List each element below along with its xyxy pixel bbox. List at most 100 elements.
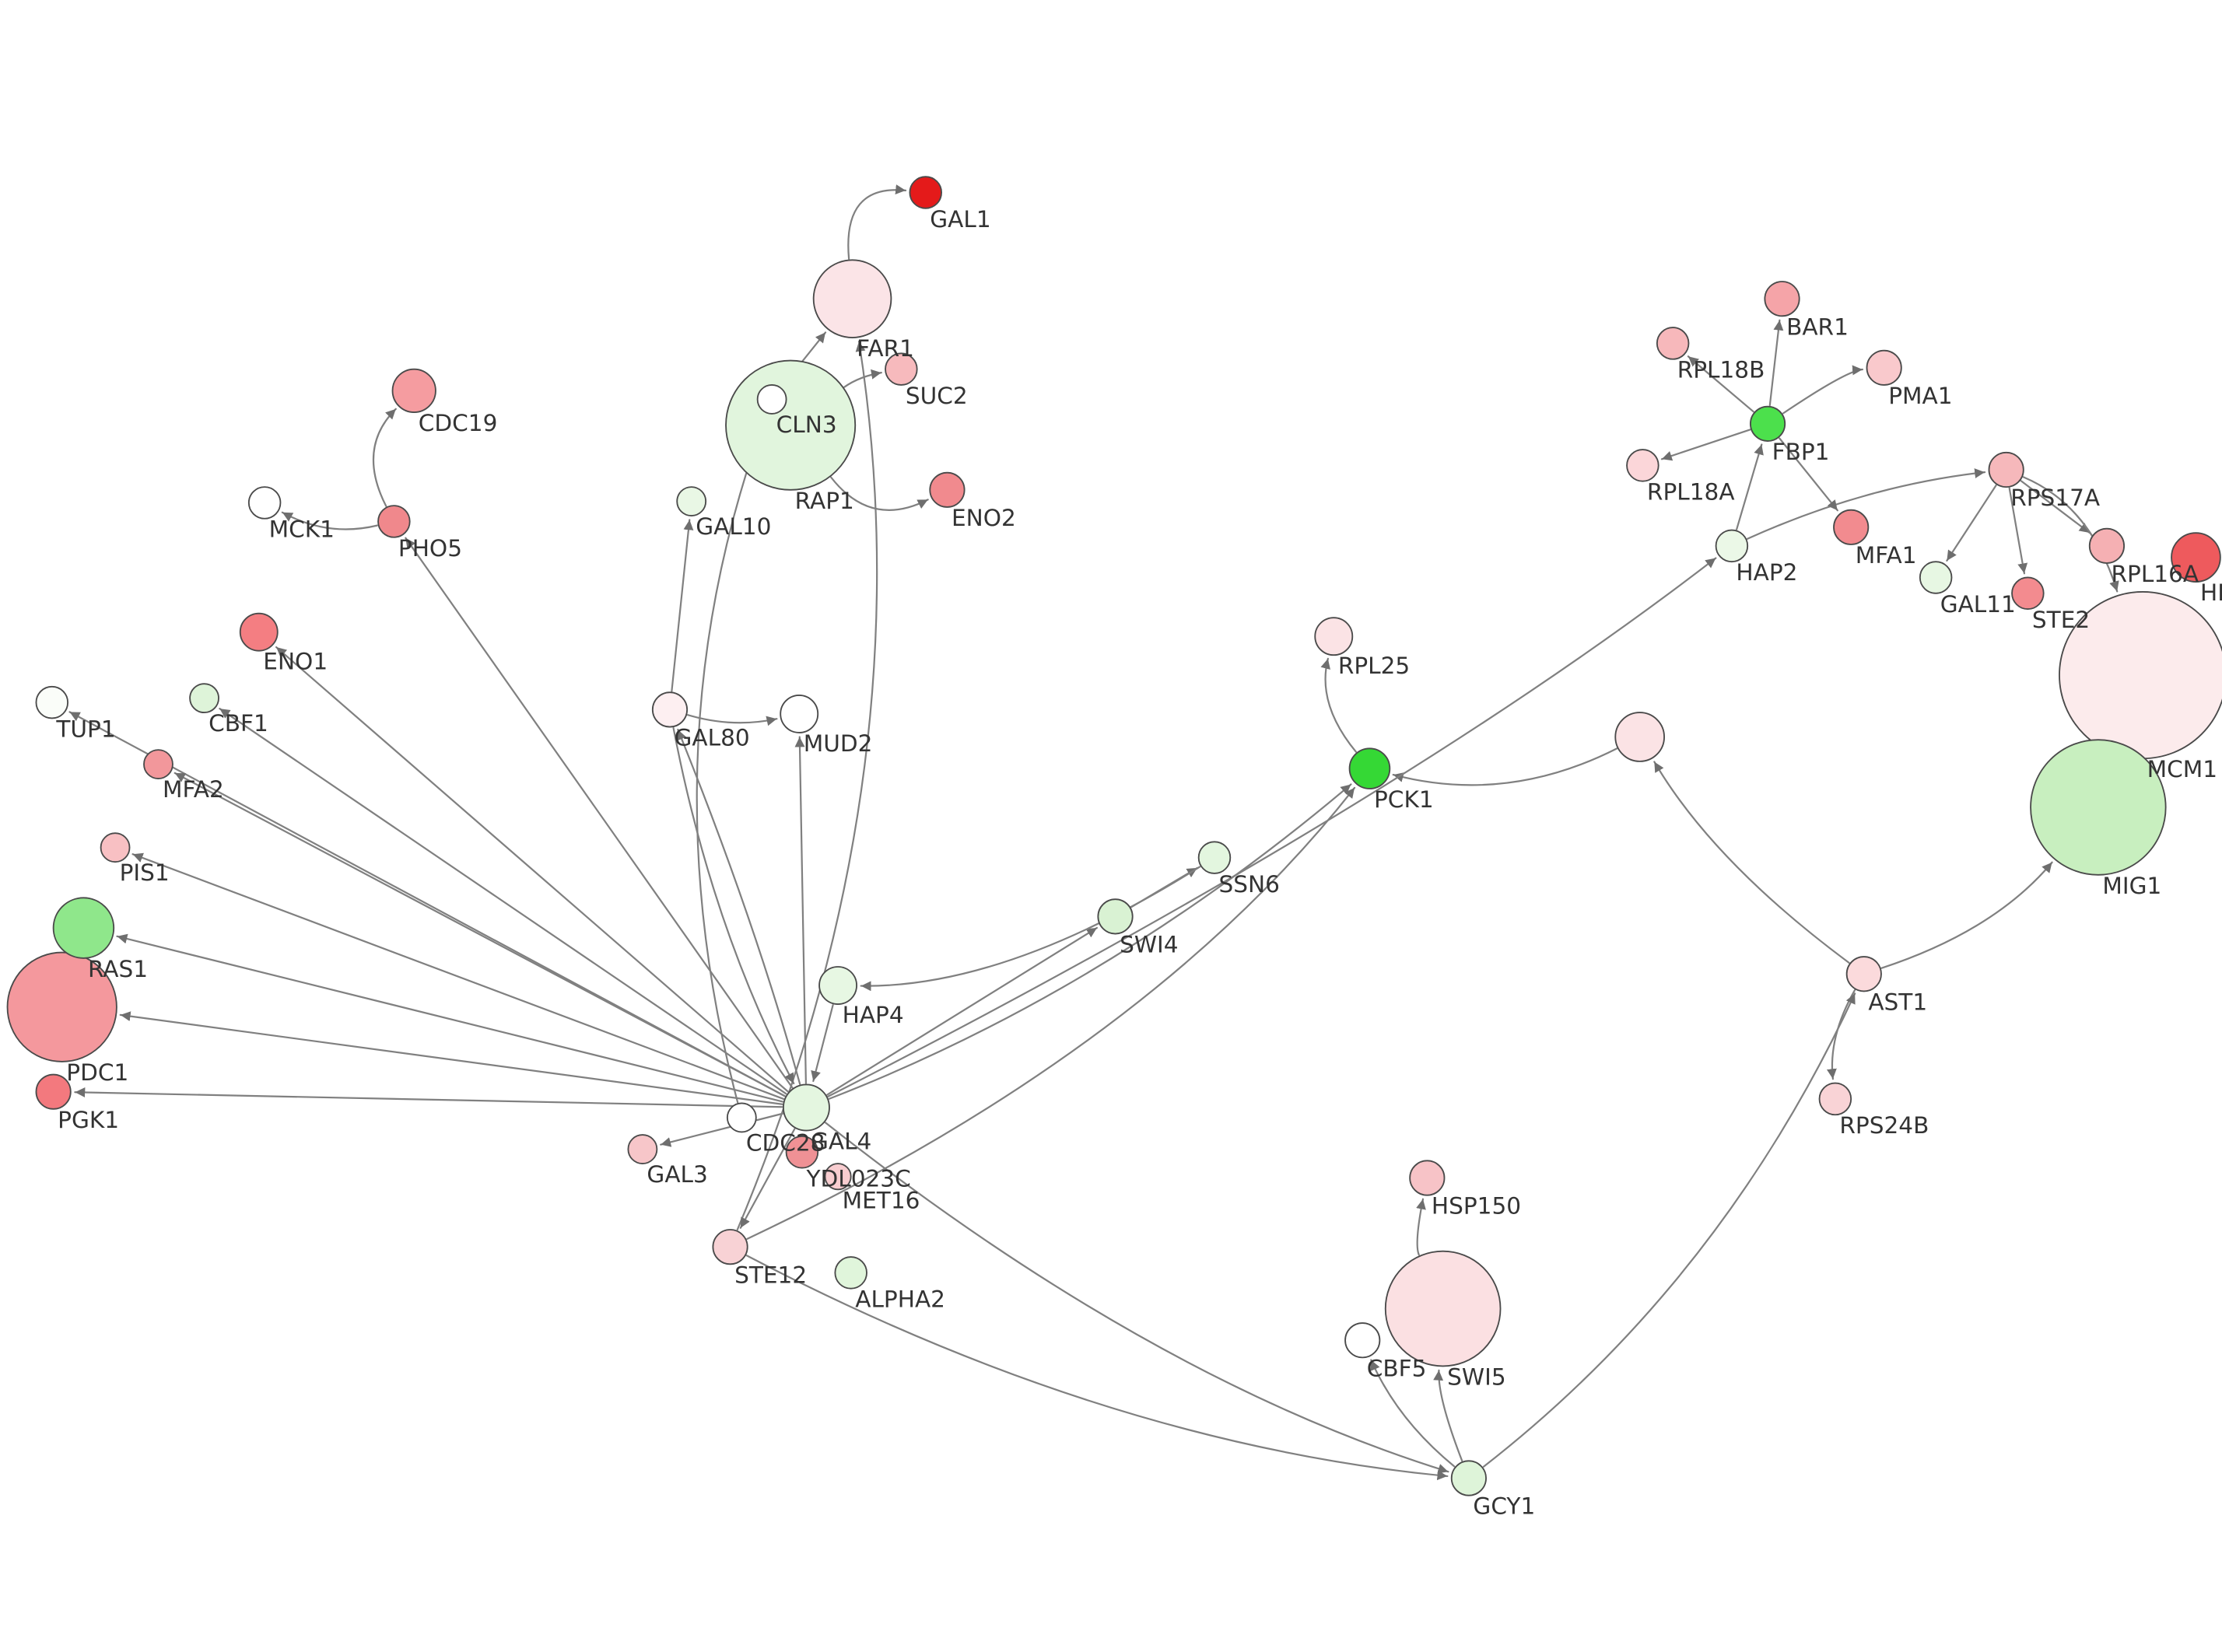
node-SWI4[interactable] xyxy=(1097,898,1134,935)
edge-RPS17A-MCM1[interactable] xyxy=(2022,476,2119,593)
node-PHO5[interactable] xyxy=(377,505,411,538)
edge-HAP2-FBP1[interactable] xyxy=(1736,443,1764,530)
node-PIS1[interactable] xyxy=(100,832,131,863)
node-YDL023C[interactable] xyxy=(785,1136,819,1169)
node-RPL16A[interactable] xyxy=(2088,527,2126,564)
node-CDC19[interactable] xyxy=(391,368,436,413)
node-RAP1[interactable] xyxy=(725,359,857,491)
edge-GAL4-PCK1[interactable] xyxy=(828,783,1352,1100)
node-GAL80[interactable] xyxy=(651,691,689,728)
edge-GCY1-CBF5[interactable] xyxy=(1370,1359,1456,1468)
edge-GAL4-ENO1[interactable] xyxy=(275,646,789,1093)
node-GAL4[interactable] xyxy=(782,1083,830,1132)
node-ALPHA2[interactable] xyxy=(834,1256,867,1290)
node-RPS17A[interactable] xyxy=(1988,451,2024,488)
edge-AST1-MIG1[interactable] xyxy=(1880,861,2053,969)
edge-HAP2-RPS17A[interactable] xyxy=(1746,468,1986,540)
node-RPL18B[interactable] xyxy=(1656,327,1690,360)
node-CBF1[interactable] xyxy=(189,683,219,714)
edge-AST1-NODE1[interactable] xyxy=(1653,761,1850,964)
edge-GAL80-GAL10[interactable] xyxy=(671,519,694,692)
edge-RAP1-SUC2[interactable] xyxy=(843,369,882,388)
edge-GAL4-STE12[interactable] xyxy=(739,1128,796,1229)
edge-GAL4-CBF1[interactable] xyxy=(219,707,787,1095)
node-PDC1[interactable] xyxy=(6,951,117,1062)
edge-STE12-GCY1[interactable] xyxy=(745,1255,1449,1481)
node-SUC2[interactable] xyxy=(885,352,918,386)
edge-FBP1-BAR1[interactable] xyxy=(1768,319,1784,407)
edge-PHO5-MCK1[interactable] xyxy=(281,511,378,530)
node-CBF5[interactable] xyxy=(1344,1322,1381,1359)
edge-GAL4-SWI4[interactable] xyxy=(826,926,1099,1096)
edge-GAL4-PHO5[interactable] xyxy=(405,537,794,1089)
node-FAR1[interactable] xyxy=(812,259,892,338)
node-AST1[interactable] xyxy=(1845,956,1882,992)
edge-GAL4-PIS1[interactable] xyxy=(131,852,785,1101)
node-SSN6[interactable] xyxy=(1197,841,1232,874)
node-RPS24B[interactable] xyxy=(1818,1082,1852,1116)
node-MET16[interactable] xyxy=(824,1163,852,1191)
edge-GAL4-PDC1[interactable] xyxy=(119,1011,783,1105)
node-GAL1[interactable] xyxy=(909,176,942,209)
node-HSP150[interactable] xyxy=(1409,1160,1446,1196)
node-HIS4[interactable] xyxy=(2171,532,2221,583)
node-MCK1[interactable] xyxy=(247,486,282,520)
edge-SSN6-HAP4[interactable] xyxy=(860,866,1201,992)
edge-RPS17A-STE2[interactable] xyxy=(2008,487,2028,575)
edge-PCK1-RPL25[interactable] xyxy=(1320,657,1358,753)
node-GAL3[interactable] xyxy=(627,1134,658,1164)
edge-FBP1-PMA1[interactable] xyxy=(1782,365,1864,415)
edge-FAR1-GAL1[interactable] xyxy=(847,184,907,260)
edge-SWI5-HSP150[interactable] xyxy=(1416,1198,1426,1256)
node-GCY1[interactable] xyxy=(1450,1460,1487,1496)
node-CLN3[interactable] xyxy=(756,384,787,415)
node-BAR1[interactable] xyxy=(1764,281,1800,317)
node-RAS1[interactable] xyxy=(52,897,115,959)
edge-GAL80-GAL4[interactable] xyxy=(672,726,795,1085)
edge-GAL4-PGK1[interactable] xyxy=(74,1087,783,1108)
edge-GAL4-HAP2[interactable] xyxy=(827,557,1717,1097)
node-RPL25[interactable] xyxy=(1314,617,1354,656)
node-HAP2[interactable] xyxy=(1715,529,1749,563)
edge-STE12-PCK1[interactable] xyxy=(746,786,1356,1240)
node-PGK1[interactable] xyxy=(35,1073,72,1110)
node-NODE1[interactable] xyxy=(1614,712,1666,762)
node-ENO1[interactable] xyxy=(239,612,279,652)
node-GAL11[interactable] xyxy=(1919,561,1953,594)
node-PMA1[interactable] xyxy=(1866,349,1902,386)
node-PCK1[interactable] xyxy=(1348,747,1391,789)
edge-RPS17A-RPL16A[interactable] xyxy=(2020,480,2091,534)
edge-GAL4-GAL3[interactable] xyxy=(660,1112,784,1147)
node-STE2[interactable] xyxy=(2011,576,2045,611)
edge-CDC28-CLN3[interactable] xyxy=(696,415,767,1104)
node-RPL18A[interactable] xyxy=(1626,449,1659,482)
edge-GCY1-SWI5[interactable] xyxy=(1433,1369,1463,1462)
edge-FBP1-RPL18A[interactable] xyxy=(1660,429,1751,461)
edge-GAL4-GCY1[interactable] xyxy=(824,1122,1449,1474)
node-ENO2[interactable] xyxy=(929,471,966,508)
node-FBP1[interactable] xyxy=(1749,405,1786,442)
edge-HAP4-GAL4[interactable] xyxy=(811,1004,834,1083)
edge-GAL4-MUD2[interactable] xyxy=(794,736,807,1084)
edge-RPS17A-GAL11[interactable] xyxy=(1946,484,1997,562)
edge-FBP1-RPL18B[interactable] xyxy=(1687,355,1754,413)
edge-PHO5-CDC19[interactable] xyxy=(372,408,397,507)
node-MFA1[interactable] xyxy=(1833,509,1870,545)
node-MFA2[interactable] xyxy=(143,749,173,779)
edge-GAL4-RAS1[interactable] xyxy=(116,933,784,1103)
edge-GAL4-MFA2[interactable] xyxy=(173,772,786,1097)
node-HAP4[interactable] xyxy=(818,966,858,1005)
edge-GCY1-AST1[interactable] xyxy=(1482,992,1856,1468)
edge-GAL4-GAL80[interactable] xyxy=(677,728,801,1085)
node-CDC28[interactable] xyxy=(726,1102,757,1133)
edge-GAL80-MUD2[interactable] xyxy=(686,714,778,726)
node-SWI5[interactable] xyxy=(1384,1250,1502,1367)
node-MUD2[interactable] xyxy=(780,695,819,733)
edge-RAP1-ENO2[interactable] xyxy=(830,476,929,511)
node-MIG1[interactable] xyxy=(2030,739,2167,876)
node-TUP1[interactable] xyxy=(35,685,69,719)
edge-FBP1-MFA1[interactable] xyxy=(1779,437,1838,512)
node-STE12[interactable] xyxy=(712,1229,748,1265)
node-GAL10[interactable] xyxy=(676,486,707,516)
